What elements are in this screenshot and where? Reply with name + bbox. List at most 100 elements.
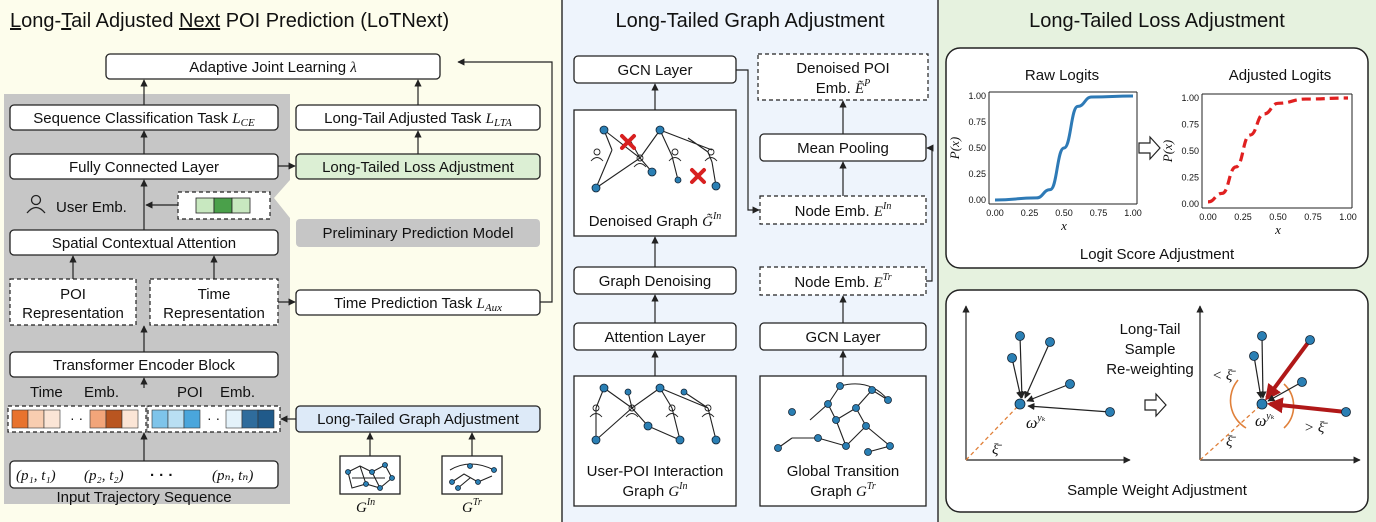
x-tick-label: 0.00 <box>1199 212 1217 222</box>
x-tick-label: 1.00 <box>1339 212 1357 222</box>
logit-caption: Logit Score Adjustment <box>1080 246 1235 263</box>
node-emb-in-label: Node Emb. EIn <box>795 201 892 220</box>
gcn-bottom-label: GCN Layer <box>805 329 880 346</box>
svg-text:· ·: · · <box>70 410 83 426</box>
adaptive-joint-learning-label: Adaptive Joint Learning λ <box>189 59 357 76</box>
attention-layer-label: Attention Layer <box>605 329 706 346</box>
y-tick-label: 0.25 <box>968 169 986 179</box>
y-tick-label: 0.00 <box>1181 199 1199 209</box>
reweight-line3: Re-weighting <box>1106 361 1194 378</box>
y-tick-label: 0.75 <box>968 117 986 127</box>
y-axis-label: P(x) <box>947 137 962 160</box>
graph-tr-label: GTr <box>462 497 482 516</box>
graph-tr-mini <box>449 463 497 491</box>
seq-ellipsis: · · · <box>150 467 173 484</box>
poi-embedding-cells: · · <box>151 409 275 429</box>
y-tick-label: 0.00 <box>968 195 986 205</box>
denoised-graph-drawing <box>591 125 721 193</box>
omega-right: ωyₖ <box>1255 411 1275 430</box>
left-title: Long-Tail Adjusted Next POI Prediction (… <box>10 10 449 32</box>
sample-caption: Sample Weight Adjustment <box>1067 482 1248 499</box>
x-tick-label: 0.00 <box>986 208 1004 218</box>
y-tick-label: 1.00 <box>968 91 986 101</box>
raw-logits-chart: 0.000.000.250.250.500.500.750.751.001.00… <box>947 91 1142 233</box>
gcn-top-label: GCN Layer <box>617 62 692 79</box>
seq-item-1: (p₁, t₁) <box>16 468 56 484</box>
x-tick-label: 0.50 <box>1055 208 1073 218</box>
node-emb-tr-box <box>759 266 927 296</box>
xi-greater-label: > ξ̄ <box>1304 420 1328 436</box>
left-arrows <box>69 58 553 461</box>
middle-arrows <box>651 69 934 376</box>
svg-text:· ·: · · <box>207 410 220 426</box>
sample-weight-left-plot <box>962 305 1131 464</box>
adjusted-logits-title: Adjusted Logits <box>1229 67 1332 84</box>
denoised-graph-label: Denoised Graph G̃In <box>589 211 722 230</box>
node-emb-in-box <box>759 195 927 225</box>
transformer-encoder-label: Transformer Encoder Block <box>53 357 236 374</box>
graph-in-mini <box>345 462 395 491</box>
time-embedding-cells: · · <box>11 409 139 429</box>
poi-emb-label-2: Emb. <box>220 384 255 401</box>
poi-emb-label-1: POI <box>177 384 203 401</box>
series-line <box>994 94 1134 202</box>
x-tick-label: 0.75 <box>1090 208 1108 218</box>
user-icon <box>26 194 46 214</box>
spatial-contextual-attention-label: Spatial Contextual Attention <box>52 235 236 252</box>
middle-title: Long-Tailed Graph Adjustment <box>615 10 884 32</box>
user-poi-line2: Graph GIn <box>622 481 687 500</box>
series-line <box>1207 96 1349 204</box>
y-tick-label: 0.75 <box>1181 120 1199 130</box>
preliminary-prediction-model-box <box>296 219 540 247</box>
time-prediction-task-label: Time Prediction Task LAux <box>334 295 502 314</box>
removed-edge-icon <box>620 134 706 184</box>
x-tick-label: 0.25 <box>1021 208 1039 218</box>
x-tick-label: 1.00 <box>1124 208 1142 218</box>
user-glyphs-2 <box>589 404 715 418</box>
time-representation-line2: Representation <box>163 305 265 322</box>
global-transition-line1: Global Transition <box>787 463 900 480</box>
reweight-line2: Sample <box>1125 341 1176 358</box>
chart-arrow-icon <box>1138 135 1161 161</box>
time-emb-label-1: Time <box>30 384 63 401</box>
denoised-poi-emb-box <box>757 53 929 101</box>
xi-less-label: < ξ̄ <box>1212 368 1236 384</box>
user-emb-label: User Emb. <box>56 199 127 216</box>
user-poi-graph-box <box>573 375 737 507</box>
user-poi-line1: User-POI Interaction <box>587 463 724 480</box>
adjusted-logits-chart: 0.000.000.250.250.500.500.750.751.001.00… <box>1160 93 1357 237</box>
x-tick-label: 0.50 <box>1269 212 1287 222</box>
x-tick-label: 0.75 <box>1304 212 1322 222</box>
graph-tr-thumbnail <box>441 455 503 495</box>
poi-representation-line2: Representation <box>22 305 124 322</box>
reweight-line1: Long-Tail <box>1120 321 1181 338</box>
right-title: Long-Tailed Loss Adjustment <box>1029 10 1285 32</box>
raw-logits-title: Raw Logits <box>1025 67 1099 84</box>
time-representation-line1: Time <box>198 286 231 303</box>
long-tail-adjusted-task-label: Long-Tail Adjusted Task LLTA <box>324 110 512 129</box>
input-sequence-label: Input Trajectory Sequence <box>56 489 231 506</box>
poi-representation-line1: POI <box>60 286 86 303</box>
xi-left: ξ̄ <box>992 442 1002 458</box>
y-tick-label: 1.00 <box>1181 93 1199 103</box>
global-transition-graph-drawing <box>774 382 894 456</box>
fully-connected-label: Fully Connected Layer <box>69 159 219 176</box>
y-tick-label: 0.25 <box>1181 173 1199 183</box>
omega-left: ωyₖ <box>1026 413 1046 432</box>
denoised-poi-line2: Emb. ẼP <box>816 78 870 97</box>
seq-item-2: (p₂, t₂) <box>84 468 124 484</box>
time-emb-label-2: Emb. <box>84 384 119 401</box>
reweight-arrow-icon <box>1144 392 1167 418</box>
sample-weight-right-plot <box>1196 305 1361 464</box>
mean-pooling-label: Mean Pooling <box>797 140 889 157</box>
node-emb-tr-label: Node Emb. ETr <box>794 272 891 291</box>
xi-right: ξ̄ <box>1226 434 1236 450</box>
ltga-label: Long-Tailed Graph Adjustment <box>317 411 520 428</box>
poi-representation-box <box>9 278 137 326</box>
global-transition-line2: Graph GTr <box>810 481 876 500</box>
sequence-classification-label: Sequence Classification Task LCE <box>33 110 255 129</box>
preliminary-prediction-model-label: Preliminary Prediction Model <box>323 225 514 242</box>
logit-adjustment-card <box>945 47 1369 269</box>
